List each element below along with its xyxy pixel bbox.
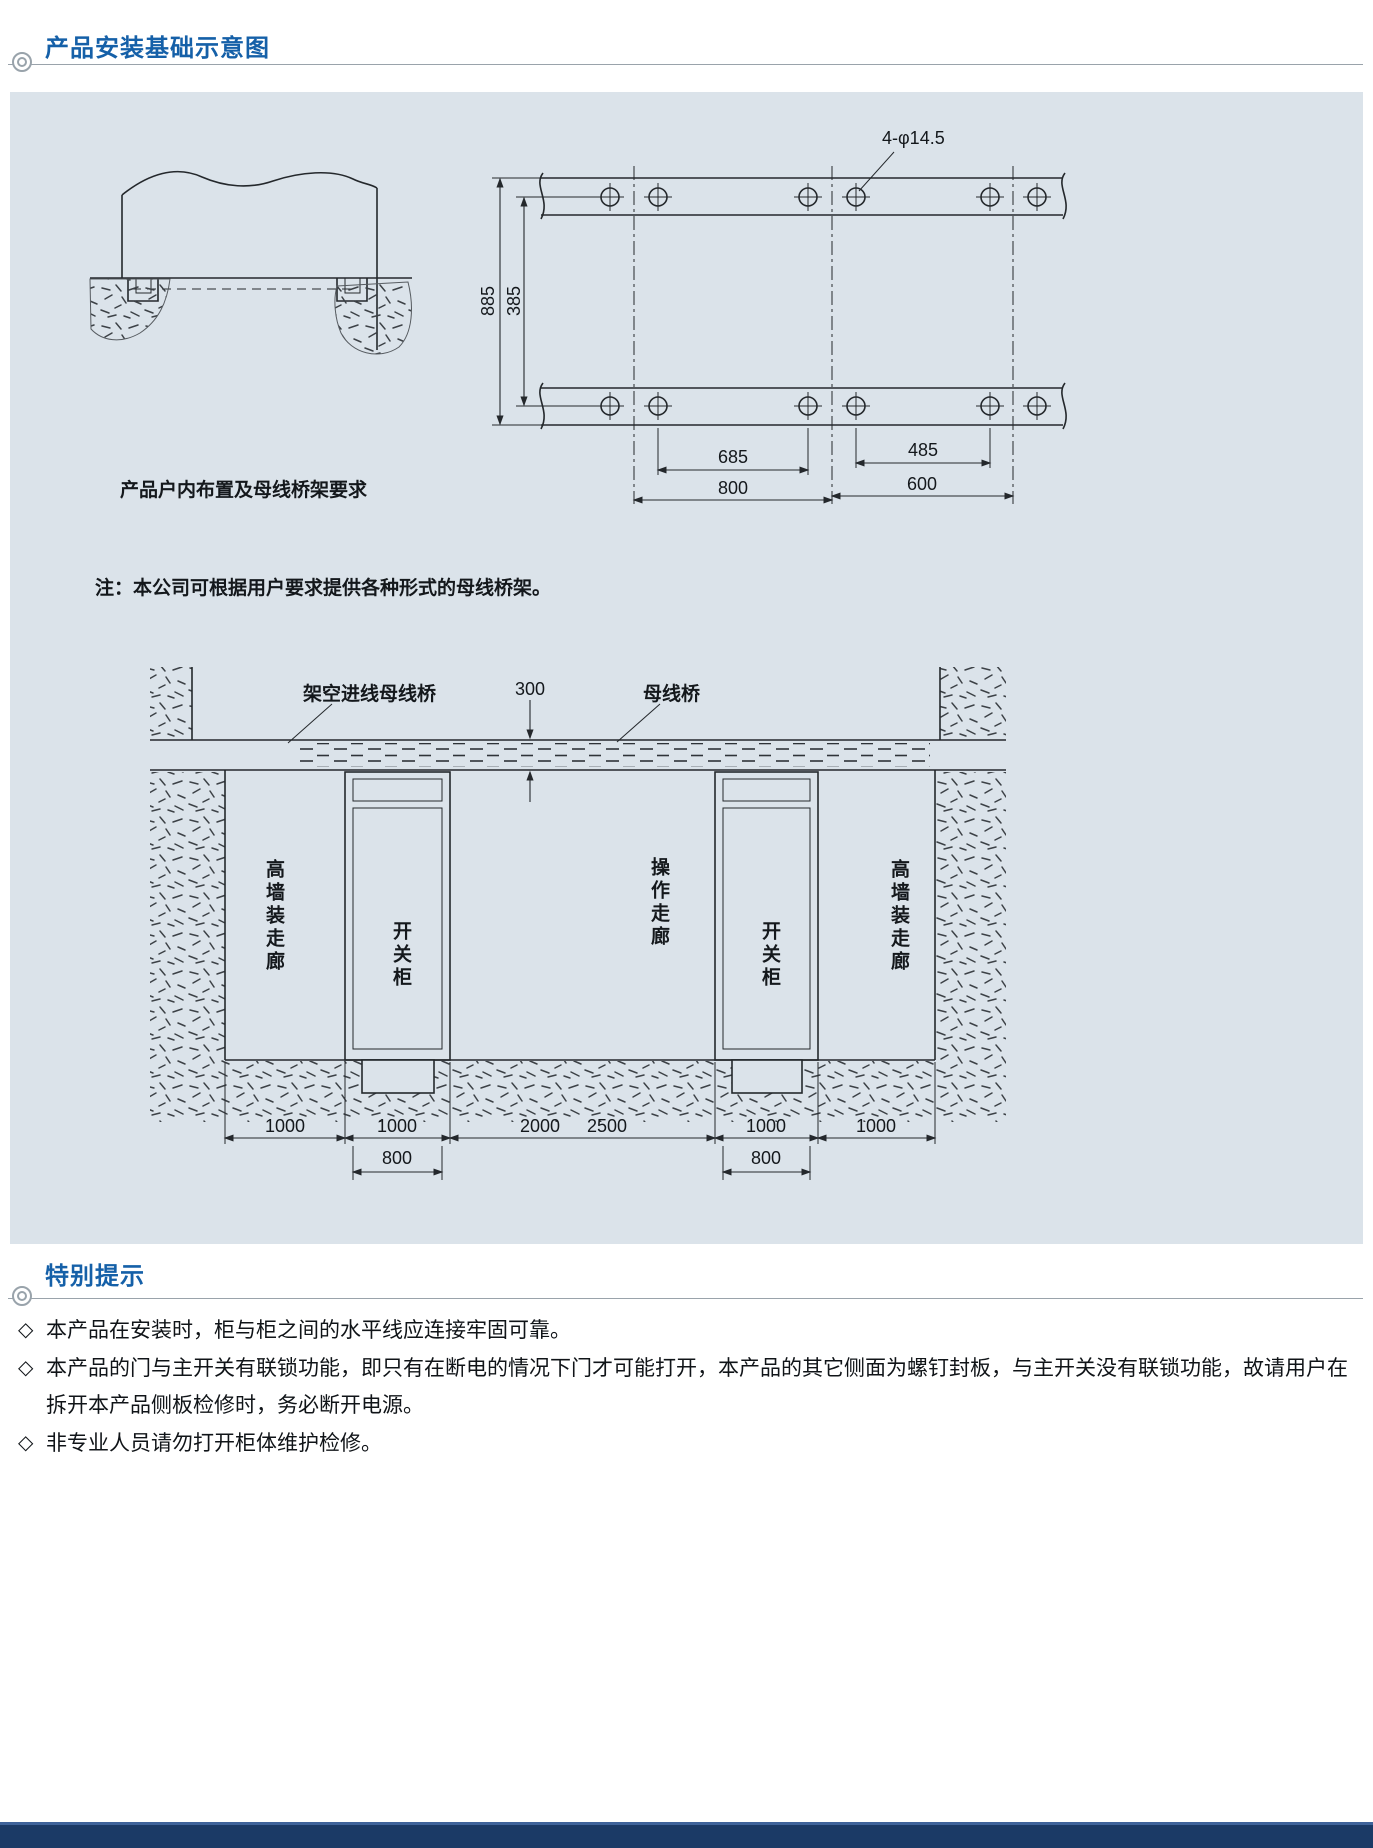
dim-cabinet-right-1000: 1000 xyxy=(745,1116,787,1136)
label-overhead-busbar: 架空进线母线桥 xyxy=(303,684,437,705)
dim-hole-pitch-485: 485 xyxy=(907,440,939,460)
section-title-notice: 特别提示 xyxy=(45,1263,145,1290)
vertical-label-left-cabinet: 开关柜 xyxy=(390,921,411,990)
cross-section-drawing xyxy=(89,170,412,355)
section-rule xyxy=(8,1298,1363,1299)
ring-icon xyxy=(12,52,32,72)
vertical-label-operation-corridor: 操作走廊 xyxy=(648,857,669,949)
dim-corridor-right-1000: 1000 xyxy=(855,1116,897,1136)
notice-list: ◇ 本产品在安装时，柜与柜之间的水平线应连接牢固可靠。 ◇ 本产品的门与主开关有… xyxy=(18,1312,1360,1463)
notice-text: 非专业人员请勿打开柜体维护检修。 xyxy=(46,1432,382,1455)
notice-item: ◇ 本产品在安装时，柜与柜之间的水平线应连接牢固可靠。 xyxy=(18,1312,1360,1349)
dim-hole-pitch-685: 685 xyxy=(717,447,749,467)
section-title-install: 产品安装基础示意图 xyxy=(45,35,270,62)
dim-gap-300: 300 xyxy=(514,679,546,699)
dim-center-2000: 2000 xyxy=(519,1116,561,1136)
diamond-bullet-icon: ◇ xyxy=(18,1319,34,1341)
caption-indoor-layout: 产品户内布置及母线桥架要求 xyxy=(120,480,368,501)
dim-cabinet-left-1000: 1000 xyxy=(376,1116,418,1136)
dim-row-spacing-385: 385 xyxy=(504,285,524,317)
notice-item: ◇ 非专业人员请勿打开柜体维护检修。 xyxy=(18,1425,1360,1462)
diamond-bullet-icon: ◇ xyxy=(18,1432,34,1454)
dim-row-spacing-885: 885 xyxy=(478,285,498,317)
dim-depth-right-800: 800 xyxy=(750,1148,782,1168)
diagram-panel: 4-φ14.5 885 385 685 485 800 600 产品户内布置及母… xyxy=(10,92,1363,1244)
label-busbar-bridge: 母线桥 xyxy=(643,684,701,705)
rail-hole-callout: 4-φ14.5 xyxy=(882,128,945,148)
installation-diagram-canvas xyxy=(89,151,1067,1180)
notice-item: ◇ 本产品的门与主开关有联锁功能，即只有在断电的情况下门才可能打开，本产品的其它… xyxy=(18,1350,1360,1424)
dim-corridor-left-1000: 1000 xyxy=(264,1116,306,1136)
rail-plan-drawing xyxy=(492,151,1067,504)
dim-center-pitch-600: 600 xyxy=(906,474,938,494)
dim-center-2500: 2500 xyxy=(586,1116,628,1136)
notice-text: 本产品的门与主开关有联锁功能，即只有在断电的情况下门才可能打开，本产品的其它侧面… xyxy=(46,1357,1348,1417)
vertical-label-right-cabinet: 开关柜 xyxy=(759,921,780,990)
vertical-label-right-corridor: 高墙装走廊 xyxy=(888,859,909,974)
diamond-bullet-icon: ◇ xyxy=(18,1357,34,1379)
note-busbar-bridge: 注：本公司可根据用户要求提供各种形式的母线桥架。 xyxy=(95,578,552,599)
notice-text: 本产品在安装时，柜与柜之间的水平线应连接牢固可靠。 xyxy=(46,1319,571,1342)
dim-depth-left-800: 800 xyxy=(381,1148,413,1168)
dim-center-pitch-800: 800 xyxy=(717,478,749,498)
building-layout-drawing xyxy=(150,667,1006,1180)
section-rule xyxy=(8,64,1363,65)
ring-icon xyxy=(12,1286,32,1306)
footer-bar xyxy=(0,1822,1373,1848)
vertical-label-left-corridor: 高墙装走廊 xyxy=(263,859,284,974)
